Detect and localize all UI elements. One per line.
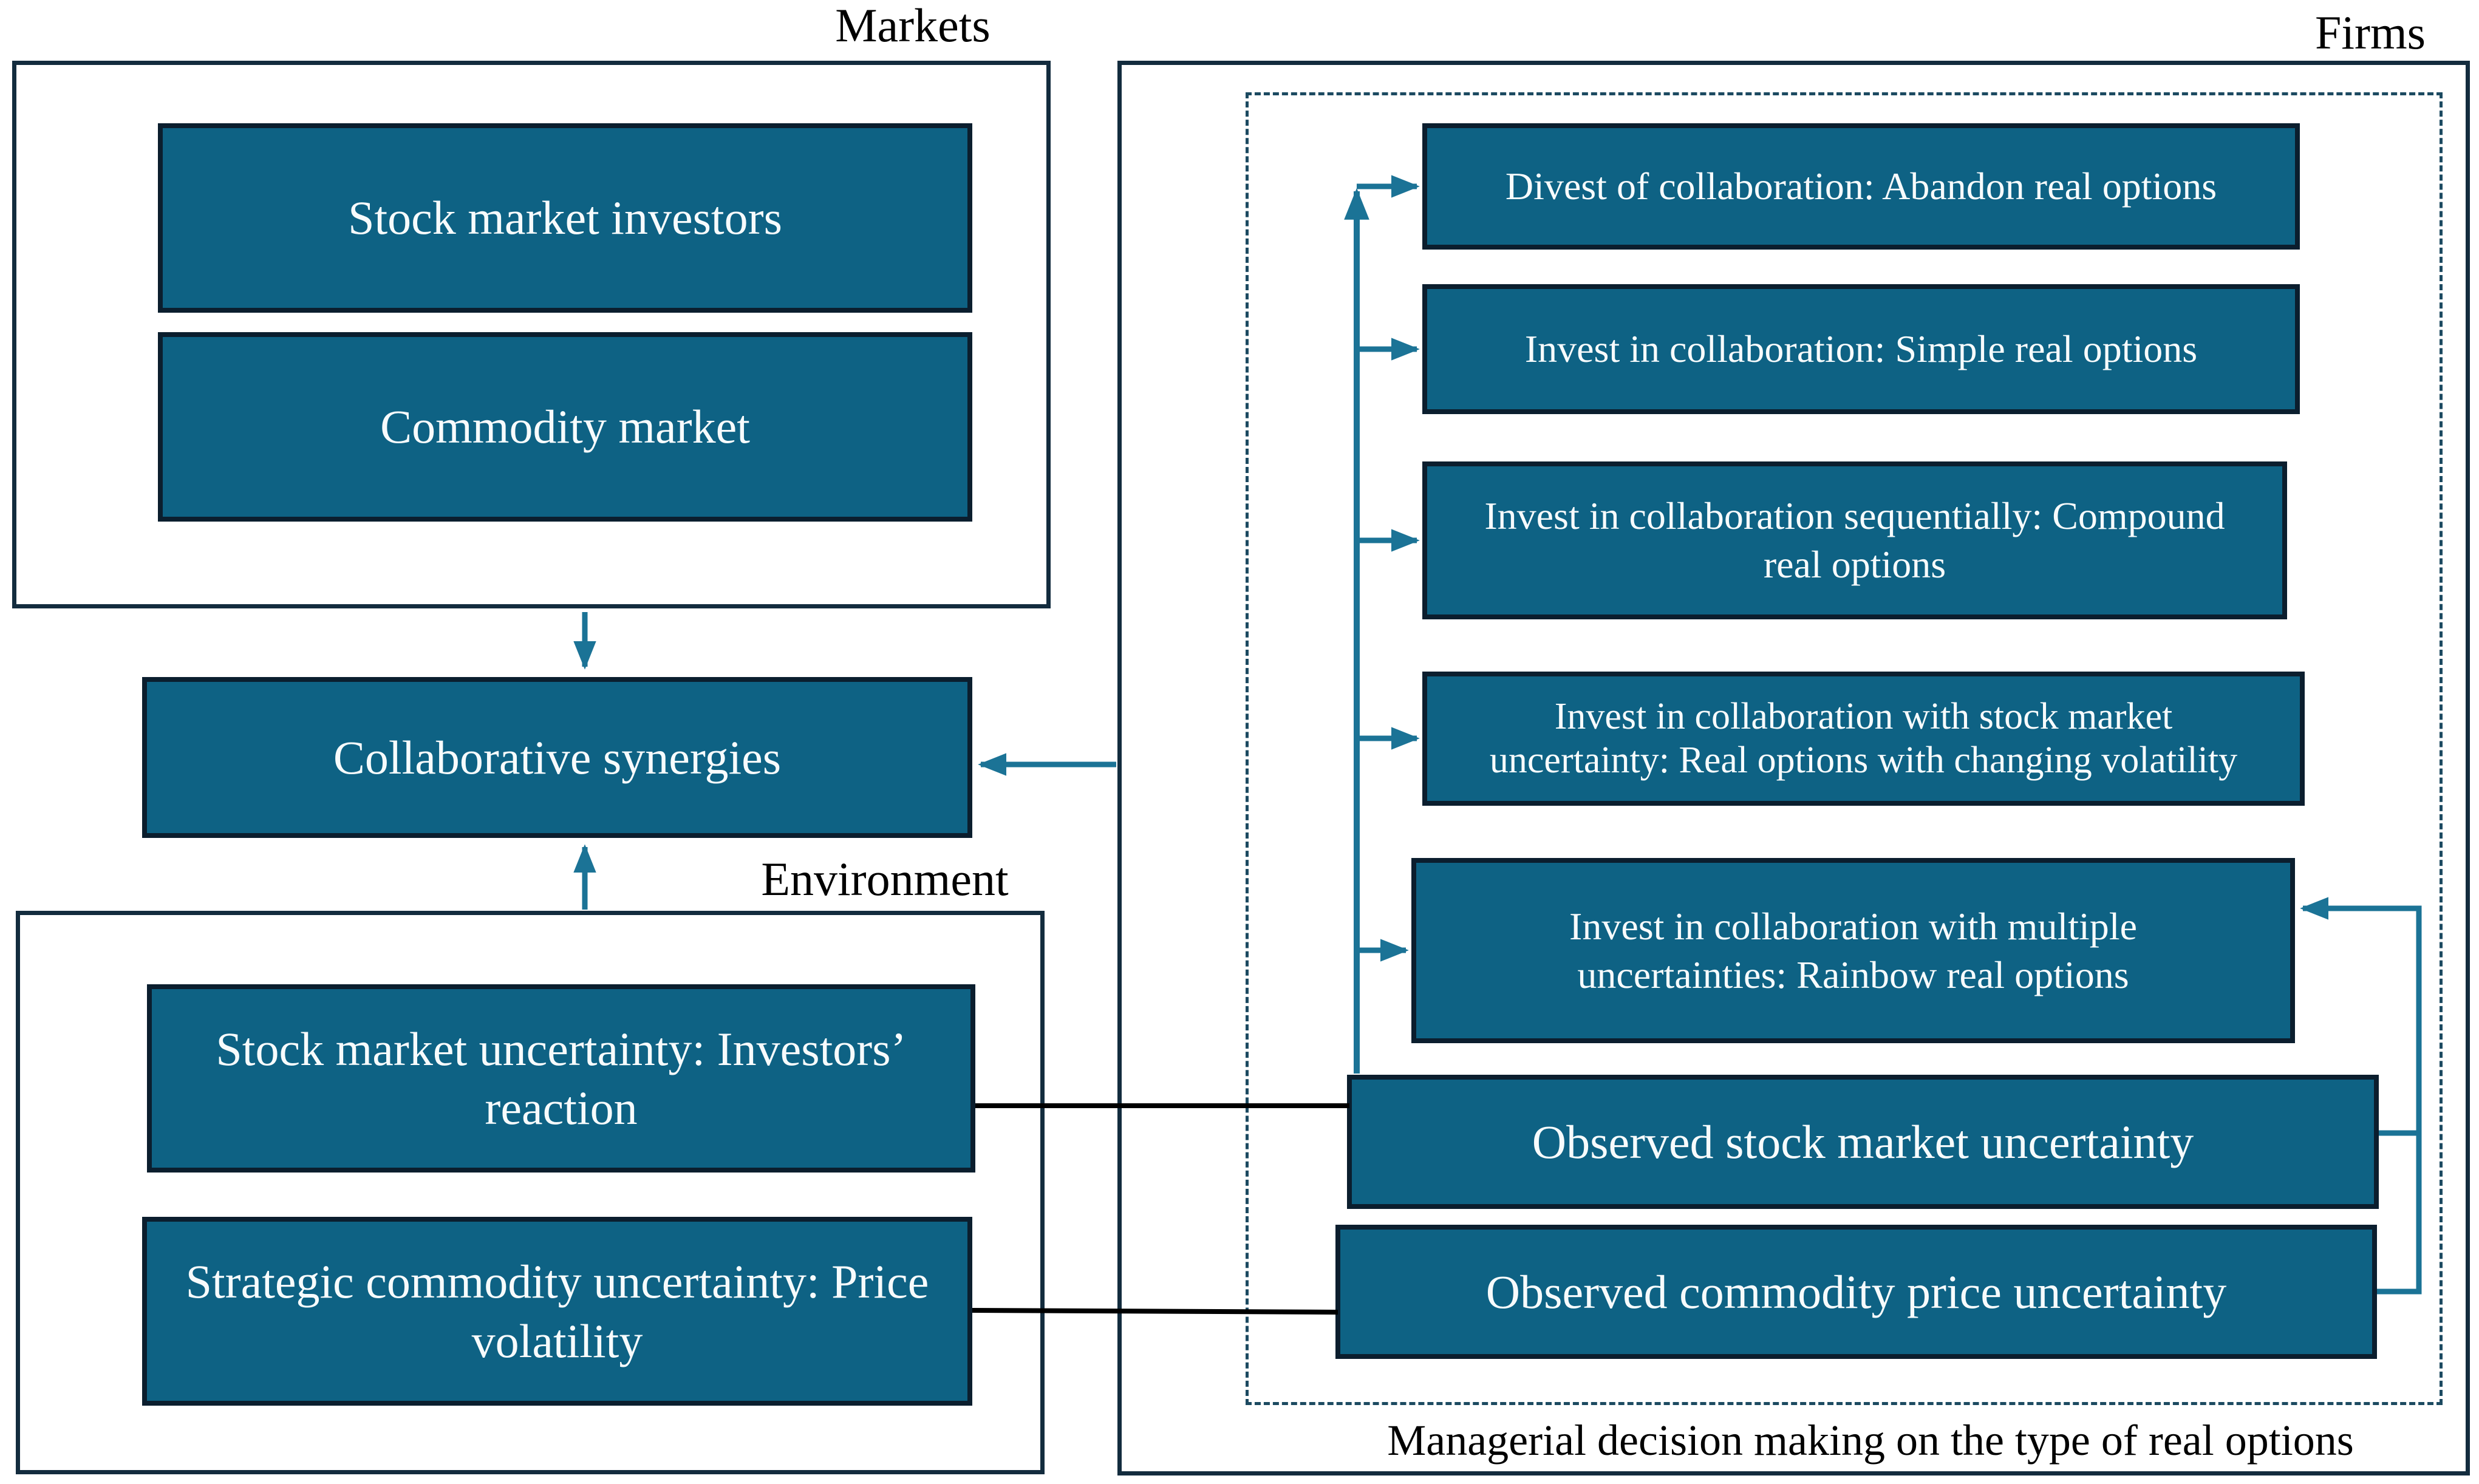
box-strategic-commodity-uncertainty: Strategic commodity uncertainty: Price v…: [142, 1217, 972, 1406]
box-observed-stock-market-uncertainty: Observed stock market uncertainty: [1347, 1075, 2379, 1209]
box-collaborative-synergies-label: Collaborative synergies: [333, 730, 782, 784]
box-stock-market-investors-label: Stock market investors: [348, 191, 782, 245]
box-strategic-commodity-uncertainty-label: Strategic commodity uncertainty: Price v…: [185, 1255, 929, 1367]
box-invest-sequentially-compound-real-options: Invest in collaboration sequentially: Co…: [1422, 461, 2287, 619]
box-invest-simple-real-options-label: Invest in collaboration: Simple real opt…: [1524, 327, 2198, 370]
box-divest-abandon-real-options-label: Divest of collaboration: Abandon real op…: [1505, 165, 2217, 208]
managerial-decision-dashed-box: [1246, 92, 2443, 1405]
box-divest-abandon-real-options: Divest of collaboration: Abandon real op…: [1422, 123, 2300, 250]
box-observed-commodity-price-uncertainty: Observed commodity price uncertainty: [1335, 1225, 2377, 1359]
box-invest-changing-volatility-real-options-label: Invest in collaboration with stock marke…: [1489, 696, 2238, 781]
markets-group-label: Markets: [835, 0, 991, 52]
firms-group-label: Firms: [2314, 6, 2426, 59]
box-observed-commodity-price-uncertainty-label: Observed commodity price uncertainty: [1485, 1265, 2227, 1318]
box-invest-rainbow-real-options-label: Invest in collaboration with multiple un…: [1569, 904, 2137, 996]
environment-group-label: Environment: [761, 853, 1009, 905]
firms-container-box: [1117, 61, 2470, 1475]
box-invest-sequentially-compound-real-options-label: Invest in collaboration sequentially: Co…: [1484, 494, 2225, 586]
box-commodity-market: Commodity market: [158, 332, 972, 522]
box-observed-stock-market-uncertainty-label: Observed stock market uncertainty: [1532, 1115, 2194, 1168]
box-stock-market-uncertainty-label: Stock market uncertainty: Investors’ rea…: [216, 1022, 907, 1135]
box-invest-changing-volatility-real-options: Invest in collaboration with stock marke…: [1422, 672, 2305, 806]
box-stock-market-uncertainty: Stock market uncertainty: Investors’ rea…: [147, 984, 975, 1173]
box-invest-rainbow-real-options: Invest in collaboration with multiple un…: [1411, 858, 2295, 1043]
environment-container-box: [16, 911, 1045, 1474]
box-commodity-market-label: Commodity market: [380, 400, 750, 454]
box-invest-simple-real-options: Invest in collaboration: Simple real opt…: [1422, 284, 2300, 414]
markets-container-box: [12, 61, 1051, 608]
managerial-decision-caption: Managerial decision making on the type o…: [1387, 1416, 2354, 1465]
box-collaborative-synergies: Collaborative synergies: [142, 677, 972, 838]
box-stock-market-investors: Stock market investors: [158, 123, 972, 313]
